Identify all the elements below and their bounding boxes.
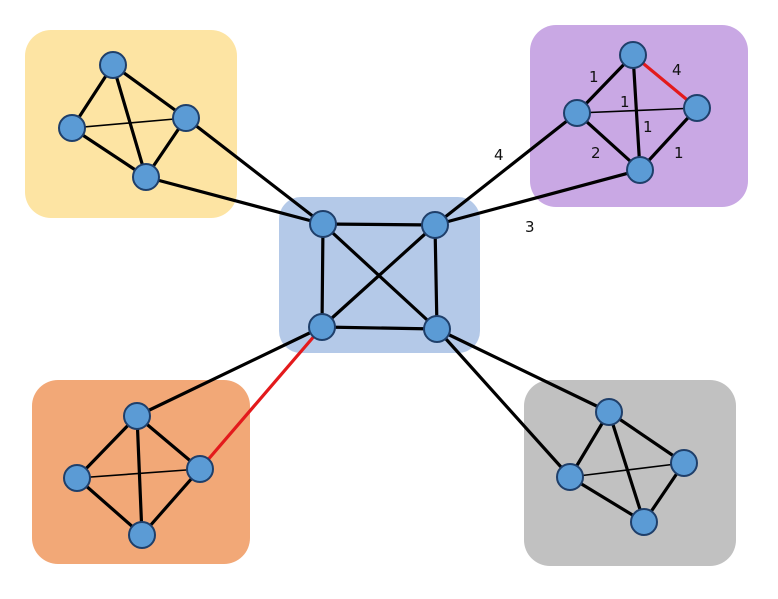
edge-center-to-purple-upper: [433, 111, 579, 227]
edge: [75, 476, 144, 537]
edge: [607, 410, 686, 465]
weight-label: 1: [589, 68, 599, 86]
weight-label: 1: [643, 118, 653, 136]
edge: [320, 325, 439, 331]
node: [423, 315, 451, 343]
weight-label: 4: [494, 146, 504, 164]
node: [563, 99, 591, 127]
edge-center-to-gray-b: [435, 327, 572, 479]
weight-label: 1: [620, 93, 630, 111]
node: [626, 156, 654, 184]
node: [123, 402, 151, 430]
edge: [568, 475, 646, 524]
node: [128, 521, 156, 549]
weight-label: 1: [674, 144, 684, 162]
edge: [321, 222, 437, 227]
edge: [111, 63, 148, 179]
node: [309, 210, 337, 238]
edge: [111, 63, 188, 120]
node: [556, 463, 584, 491]
node: [683, 94, 711, 122]
weight-label: 2: [591, 144, 601, 162]
node: [172, 104, 200, 132]
edge: [140, 467, 202, 537]
edge: [575, 111, 642, 172]
edge-yellow-to-center-b: [144, 175, 325, 226]
edge: [70, 126, 148, 179]
cluster-bottom-left-bg: [32, 380, 250, 564]
node: [619, 41, 647, 69]
node: [421, 211, 449, 239]
node: [630, 508, 658, 536]
edge-center-to-orange: [135, 325, 324, 418]
node: [99, 51, 127, 79]
weight-label: 4: [672, 61, 682, 79]
node: [63, 464, 91, 492]
edge: [607, 410, 646, 524]
edge: [433, 223, 439, 331]
node: [132, 163, 160, 191]
cluster-top-right-bg: [530, 25, 748, 207]
edge: [135, 414, 144, 537]
edge-yellow-to-center-a: [184, 116, 325, 226]
node: [186, 455, 214, 483]
edge-center-to-purple-lower: [433, 168, 642, 227]
node: [308, 313, 336, 341]
node: [595, 398, 623, 426]
edge-center-to-gray-a: [435, 327, 611, 414]
edge: [320, 223, 437, 329]
edge: [638, 106, 699, 172]
node: [670, 449, 698, 477]
highlight-edge-center-to-orange: [198, 325, 324, 471]
nodes: [58, 41, 711, 549]
edge: [75, 414, 139, 480]
edge: [320, 222, 325, 329]
node: [58, 114, 86, 142]
edge: [631, 53, 642, 172]
weight-label: 3: [525, 218, 535, 236]
